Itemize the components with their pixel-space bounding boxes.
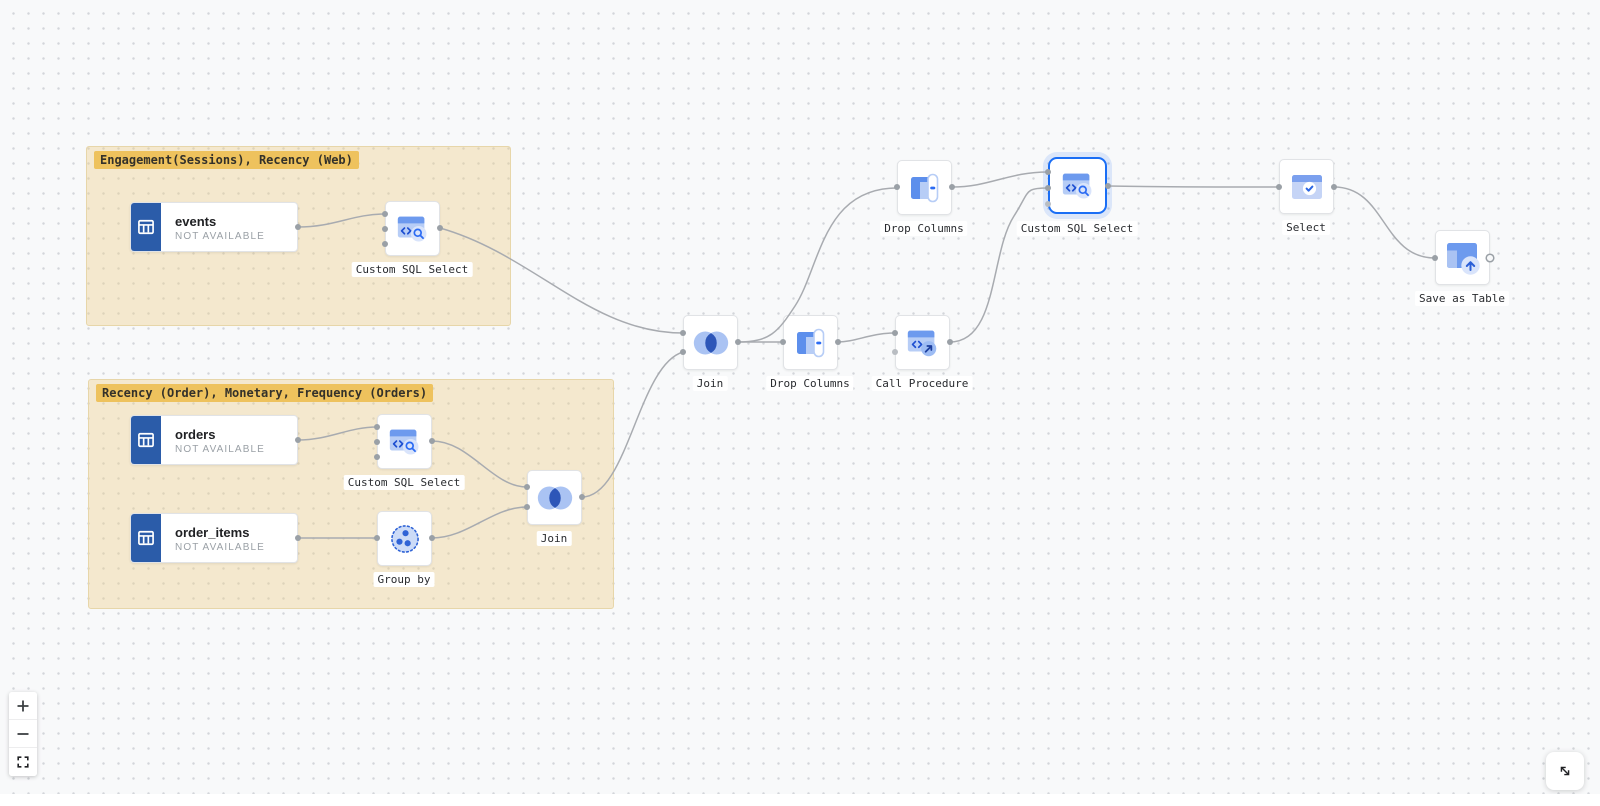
node-custom-sql-select-selected[interactable] xyxy=(1048,157,1107,214)
node-label: Select xyxy=(1282,220,1330,235)
table-icon xyxy=(131,416,161,464)
table-title: events xyxy=(175,213,217,229)
node-table-order-items[interactable]: order_items NOT AVAILABLE xyxy=(130,513,298,563)
node-label: Save as Table xyxy=(1414,291,1510,306)
node-table-orders[interactable]: orders NOT AVAILABLE xyxy=(130,415,298,465)
table-icon xyxy=(131,203,161,251)
node-label: Custom SQL Select xyxy=(351,262,473,277)
table-status: NOT AVAILABLE xyxy=(175,541,265,553)
node-join-orders[interactable] xyxy=(527,470,582,525)
node-label: Drop Columns xyxy=(880,221,968,236)
group-label-recency[interactable]: Recency (Order), Monetary, Frequency (Or… xyxy=(96,384,434,402)
resize-diagonal-icon xyxy=(1560,766,1570,776)
table-icon xyxy=(131,514,161,562)
venn-join-icon xyxy=(693,331,728,354)
plus-icon xyxy=(17,700,29,711)
drop-column-minus-icon xyxy=(910,173,938,202)
node-label: Join xyxy=(536,531,572,546)
code-search-icon xyxy=(1062,173,1091,199)
node-group-by[interactable] xyxy=(377,511,432,566)
node-label: Custom SQL Select xyxy=(343,475,465,490)
drop-column-minus-icon xyxy=(796,328,824,357)
zoom-in-button[interactable] xyxy=(9,692,37,720)
table-title: orders xyxy=(175,426,216,442)
venn-join-icon xyxy=(537,486,572,509)
canvas-bottom-edge xyxy=(0,794,1600,806)
zoom-controls xyxy=(9,692,37,776)
node-label: Drop Columns xyxy=(766,376,854,391)
window-check-icon xyxy=(1291,174,1322,199)
table-status: NOT AVAILABLE xyxy=(175,230,265,242)
node-label: Call Procedure xyxy=(871,376,973,391)
code-search-icon xyxy=(389,429,418,455)
node-label: Join xyxy=(692,376,728,391)
node-label: Custom SQL Select xyxy=(1016,221,1138,236)
zoom-out-button[interactable] xyxy=(9,720,37,748)
node-drop-columns-main[interactable] xyxy=(783,315,838,370)
node-custom-sql-select-events[interactable] xyxy=(385,201,440,256)
node-label: Group by xyxy=(373,572,435,587)
table-title: order_items xyxy=(175,524,250,540)
node-call-procedure[interactable] xyxy=(895,315,950,370)
node-save-as-table[interactable] xyxy=(1435,230,1490,285)
table-status: NOT AVAILABLE xyxy=(175,443,265,455)
node-table-events[interactable]: events NOT AVAILABLE xyxy=(130,202,298,252)
group-label-engagement[interactable]: Engagement(Sessions), Recency (Web) xyxy=(94,151,359,169)
fit-screen-icon xyxy=(17,756,29,768)
dotted-circle-dots-icon xyxy=(390,524,419,553)
node-select[interactable] xyxy=(1279,159,1334,214)
minus-icon xyxy=(17,732,29,735)
code-search-icon xyxy=(397,216,426,242)
node-drop-columns-top[interactable] xyxy=(897,160,952,215)
node-custom-sql-select-orders[interactable] xyxy=(377,414,432,469)
code-arrow-icon xyxy=(907,330,936,356)
group-recency-order[interactable]: Recency (Order), Monetary, Frequency (Or… xyxy=(88,379,614,609)
expand-panel-button[interactable] xyxy=(1546,752,1584,790)
fit-view-button[interactable] xyxy=(9,748,37,776)
table-upload-icon xyxy=(1446,242,1480,275)
node-join-main[interactable] xyxy=(683,315,738,370)
